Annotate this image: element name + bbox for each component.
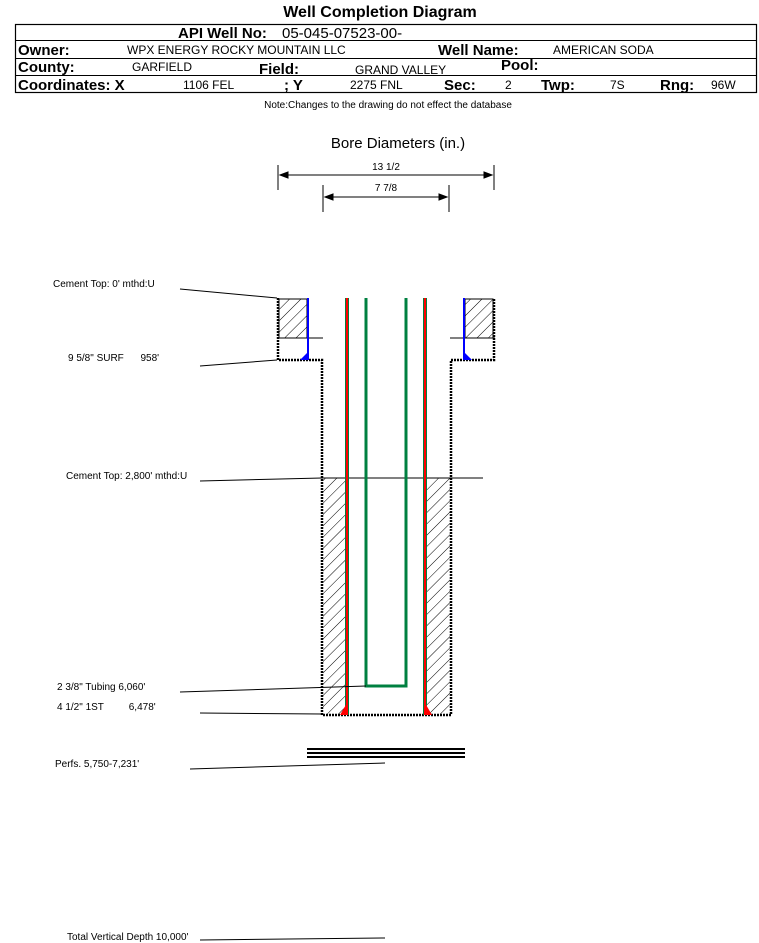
page-title: Well Completion Diagram [283,4,477,21]
coord-y-value: 2275 FNL [350,78,403,92]
label-cement-top-surface: Cement Top: 0' mthd:U [53,279,155,290]
well-name-label: Well Name: [438,42,519,59]
rng-value: 96W [711,78,736,92]
dimension-outer-label: 13 1/2 [372,162,400,173]
county-label: County: [18,59,75,76]
field-value: GRAND VALLEY [355,63,446,77]
county-value: GARFIELD [132,60,192,74]
coord-x-value: 1106 FEL [183,78,234,92]
rng-label: Rng: [660,77,694,94]
api-value: 05-045-07523-00- [282,25,402,42]
dimension-inner [322,185,450,212]
coord-x-label: Coordinates: X [18,77,125,94]
api-label: API Well No: [178,25,267,42]
perforations [307,748,465,758]
surface-casing [300,298,472,360]
label-tvd: Total Vertical Depth 10,000' [67,932,189,943]
label-cement-top-production: Cement Top: 2,800' mthd:U [66,471,187,482]
sec-value: 2 [505,78,512,92]
borehole-wall [276,298,496,717]
label-perfs: Perfs. 5,750-7,231' [55,759,139,770]
dimension-inner-label: 7 7/8 [375,183,398,194]
note: Note:Changes to the drawing do not effec… [264,100,512,111]
tubing [364,298,408,688]
twp-value: 7S [610,78,625,92]
field-label: Field: [259,61,299,78]
coord-y-label: ; Y [284,77,303,94]
owner-value: WPX ENERGY ROCKY MOUNTAIN LLC [127,43,346,57]
leader-lines [179,288,386,941]
label-production-casing: 4 1/2" 1ST 6,478' [57,702,156,713]
label-tubing: 2 3/8" Tubing 6,060' [57,682,145,693]
well-name-value: AMERICAN SODA [553,43,654,57]
dimension-outer [277,165,495,190]
header-table [14,23,758,94]
pool-label: Pool: [501,57,539,74]
bore-diameters-title: Bore Diameters (in.) [331,135,465,152]
leader-line [199,477,323,482]
label-surface-casing: 9 5/8" SURF 958' [68,353,159,364]
twp-label: Twp: [541,77,575,94]
surface-cement [278,298,494,339]
sec-label: Sec: [444,77,476,94]
owner-label: Owner: [18,42,70,59]
production-casing [340,298,432,715]
production-cement [323,478,450,714]
